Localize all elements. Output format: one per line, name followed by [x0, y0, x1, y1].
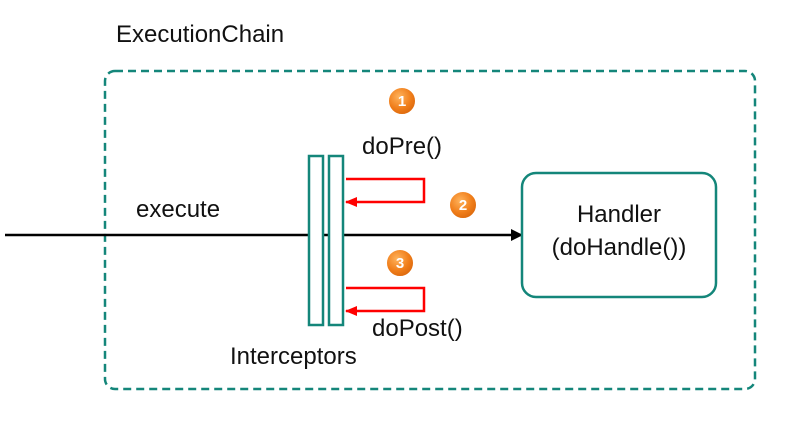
dopost-hook-arrow [345, 286, 426, 316]
execute-label: execute [136, 196, 220, 223]
interceptors [307, 154, 345, 327]
step-badge-2: 2 [448, 190, 478, 220]
dopre-hook-arrow [345, 177, 426, 207]
diagram-title: ExecutionChain [116, 21, 284, 48]
handler-title: Handler [577, 201, 661, 228]
step-badge-1: 1 [387, 86, 417, 116]
handler-box: Handler (doHandle()) [520, 171, 718, 299]
interceptors-label: Interceptors [230, 343, 357, 370]
interceptor-bar-2 [327, 154, 345, 327]
step-badge-3-number: 3 [396, 255, 404, 272]
dopre-label: doPre() [362, 133, 442, 160]
dopost-label: doPost() [372, 315, 463, 342]
step-badge-1-number: 1 [398, 93, 406, 110]
handler-method: (doHandle()) [552, 234, 687, 261]
interceptor-bar-1 [307, 154, 325, 327]
execution-chain-container [103, 69, 757, 391]
step-badge-2-number: 2 [459, 197, 467, 214]
step-badge-3: 3 [385, 248, 415, 278]
